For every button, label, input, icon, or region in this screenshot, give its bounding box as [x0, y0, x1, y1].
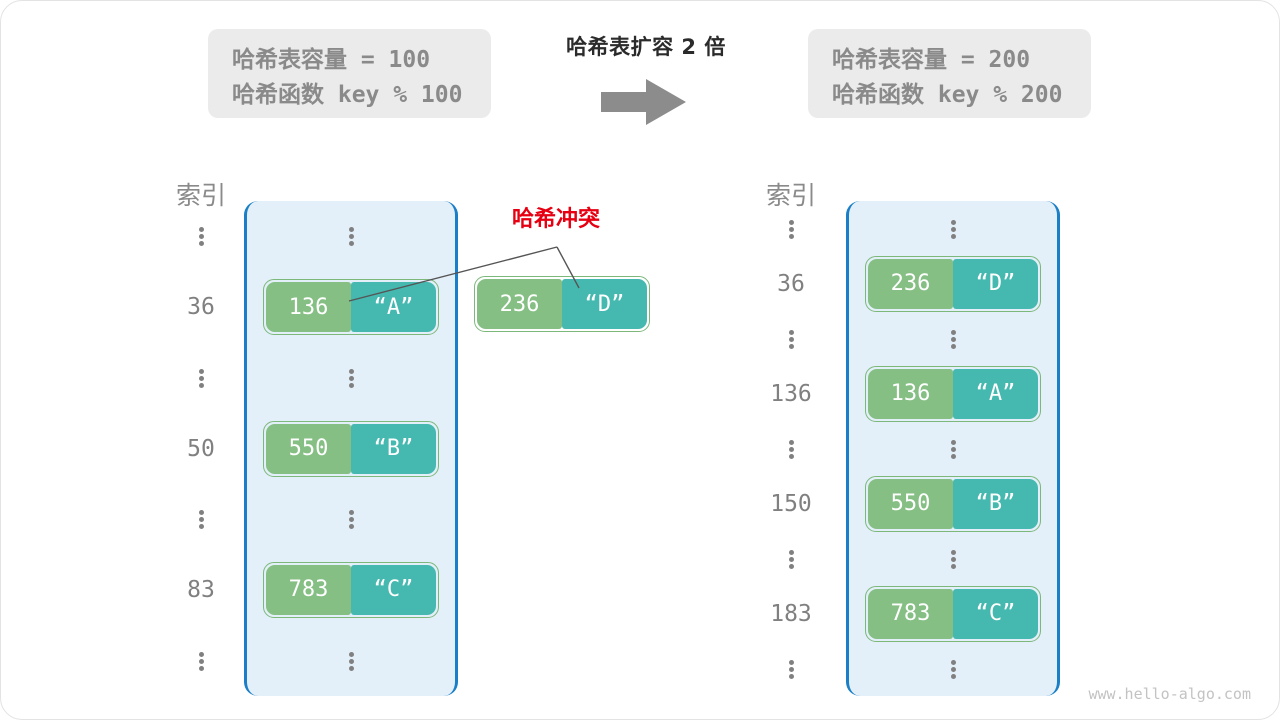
- collision-annotation-label: 哈希冲突: [511, 207, 600, 232]
- right-column-labels: 索引 key value: [741, 147, 1071, 263]
- right-index-label: 索引: [766, 181, 817, 210]
- index-ellipsis: [161, 368, 241, 388]
- table-entry[interactable]: 236“D”: [865, 255, 1041, 312]
- index-ellipsis: [751, 659, 831, 679]
- table-entry[interactable]: 136“A”: [263, 279, 439, 336]
- entry-key: 236: [477, 279, 562, 329]
- bucket-ellipsis: [244, 368, 458, 388]
- entry-value: “B”: [351, 423, 436, 474]
- left-capacity-line: 哈希表容量 = 100: [232, 47, 431, 73]
- entry-key: 136: [868, 368, 953, 419]
- bucket-ellipsis: [846, 659, 1060, 679]
- index-ellipsis: [751, 549, 831, 569]
- index-ellipsis: [161, 510, 241, 530]
- index-value: 183: [770, 600, 812, 627]
- bucket-ellipsis: [846, 439, 1060, 459]
- table-entry[interactable]: 550“B”: [263, 420, 439, 477]
- left-column-labels: 索引 key value: [151, 147, 481, 263]
- table-entry[interactable]: 783“C”: [263, 561, 439, 618]
- bucket-ellipsis: [846, 549, 1060, 569]
- entry-key: 550: [868, 478, 953, 529]
- index-value: 83: [187, 576, 215, 603]
- entry-value: “D”: [953, 258, 1038, 309]
- index-ellipsis: [751, 439, 831, 459]
- bucket-ellipsis: [846, 329, 1060, 349]
- index-value: 136: [770, 380, 812, 407]
- right-arrow-icon: [601, 79, 686, 125]
- right-hash-config-box: 哈希表容量 = 200 哈希函数 key % 200: [808, 29, 1091, 118]
- entry-key: 783: [266, 564, 351, 615]
- entry-key: 136: [266, 282, 351, 333]
- left-index-label: 索引: [176, 181, 227, 210]
- bucket-ellipsis: [244, 510, 458, 530]
- index-value: 50: [187, 435, 215, 462]
- index-value: 36: [187, 294, 215, 321]
- detached-entry[interactable]: 236“D”: [474, 276, 650, 332]
- bucket-ellipsis: [244, 227, 458, 247]
- bucket-ellipsis: [244, 651, 458, 671]
- entry-value: “B”: [953, 478, 1038, 529]
- transform-title: 哈希表扩容 2 倍: [566, 35, 726, 59]
- entry-value: “A”: [351, 282, 436, 333]
- table-entry[interactable]: 136“A”: [865, 365, 1041, 422]
- index-value: 36: [777, 270, 805, 297]
- entry-value: “A”: [953, 368, 1038, 419]
- entry-value: “C”: [953, 588, 1038, 639]
- entry-value: “C”: [351, 564, 436, 615]
- entry-key: 783: [868, 588, 953, 639]
- entry-key: 550: [266, 423, 351, 474]
- index-value: 150: [770, 490, 812, 517]
- entry-key: 236: [868, 258, 953, 309]
- right-capacity-line: 哈希表容量 = 200: [832, 47, 1031, 73]
- left-hash-function-line: 哈希函数 key % 100: [232, 81, 463, 108]
- entry-value: “D”: [562, 279, 647, 329]
- right-hash-function-line: 哈希函数 key % 200: [832, 81, 1063, 108]
- index-ellipsis: [751, 219, 831, 239]
- bucket-ellipsis: [846, 219, 1060, 239]
- index-ellipsis: [161, 651, 241, 671]
- index-ellipsis: [161, 227, 241, 247]
- index-ellipsis: [751, 329, 831, 349]
- table-entry[interactable]: 783“C”: [865, 585, 1041, 642]
- table-entry[interactable]: 550“B”: [865, 475, 1041, 532]
- watermark: www.hello-algo.com: [1088, 685, 1251, 703]
- left-hash-config-box: 哈希表容量 = 100 哈希函数 key % 100: [208, 29, 491, 118]
